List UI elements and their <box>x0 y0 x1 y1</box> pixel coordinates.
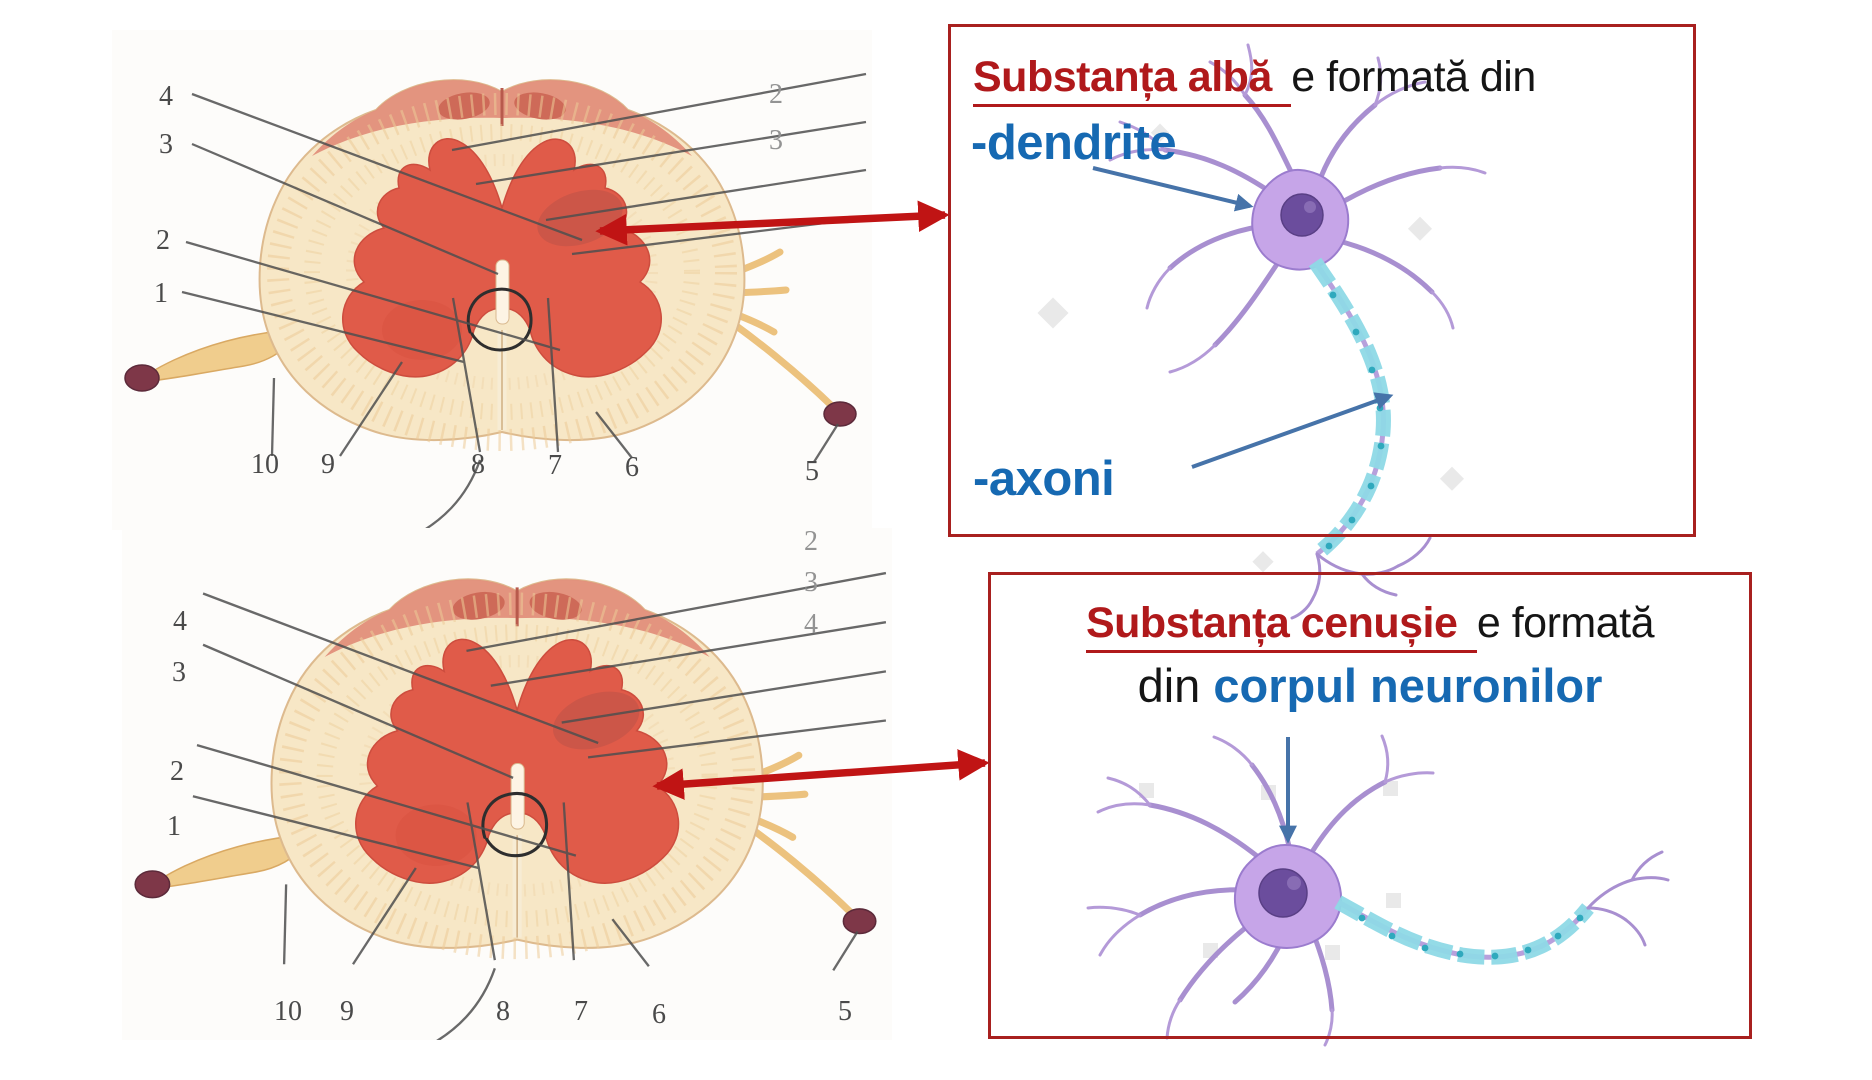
diagram-label: 3 <box>172 657 186 688</box>
diagram-label: 3 <box>804 567 818 598</box>
white-matter-box: Substanța albă e formată din -dendrite -… <box>948 24 1696 537</box>
gray-matter-box: Substanța cenușie e formată din corpul n… <box>988 572 1752 1039</box>
white-matter-title-highlight: Substanța albă <box>973 53 1292 107</box>
spinal-cord-illustration <box>122 528 892 1040</box>
gray-matter-title: Substanța cenușie e formată <box>999 599 1741 653</box>
neuron-body-label: corpul neuronilor <box>1213 659 1603 712</box>
diagram-label: 4 <box>159 81 173 112</box>
spinal-cord-diagram-bottom: 4 3 2 1 10 9 8 7 6 5 2 3 4 <box>122 528 892 1040</box>
diagram-label: 10 <box>274 996 302 1027</box>
spinal-cord-diagram-top: 4 3 2 1 10 9 8 7 6 5 2 3 <box>112 30 872 530</box>
diagram-label: 3 <box>159 129 173 160</box>
diagram-label: 8 <box>496 996 510 1027</box>
diagram-label: 5 <box>838 996 852 1027</box>
axons-label: -axoni <box>973 452 1115 506</box>
gray-matter-subtitle: din corpul neuronilor <box>991 658 1749 713</box>
diagram-label: 1 <box>167 811 181 842</box>
diagram-label: 4 <box>804 609 818 640</box>
diagram-label: 8 <box>471 449 485 480</box>
white-matter-title-rest: e formată din <box>1291 53 1536 101</box>
gray-matter-title-rest: e formată <box>1476 599 1655 647</box>
diagram-label: 4 <box>173 606 187 637</box>
gray-matter-subtitle-prefix: din <box>1137 659 1214 712</box>
diagram-label: 5 <box>805 456 819 487</box>
diagram-label: 6 <box>652 999 666 1030</box>
diagram-label: 1 <box>154 278 168 309</box>
spinal-cord-illustration <box>112 30 872 530</box>
diagram-label: 2 <box>769 79 783 110</box>
diagram-label: 2 <box>156 225 170 256</box>
white-matter-title: Substanța albă e formată din <box>973 53 1693 107</box>
diagram-label: 2 <box>170 756 184 787</box>
gray-matter-title-highlight: Substanța cenușie <box>1085 599 1477 653</box>
diagram-label: 6 <box>625 452 639 483</box>
diagram-label: 7 <box>574 996 588 1027</box>
diagram-label: 9 <box>321 449 335 480</box>
diagram-label: 3 <box>769 125 783 156</box>
diagram-label: 7 <box>548 450 562 481</box>
diagram-label: 9 <box>340 996 354 1027</box>
dendrites-label: -dendrite <box>971 116 1177 170</box>
diagram-label: 10 <box>251 449 279 480</box>
diagram-label: 2 <box>804 526 818 557</box>
